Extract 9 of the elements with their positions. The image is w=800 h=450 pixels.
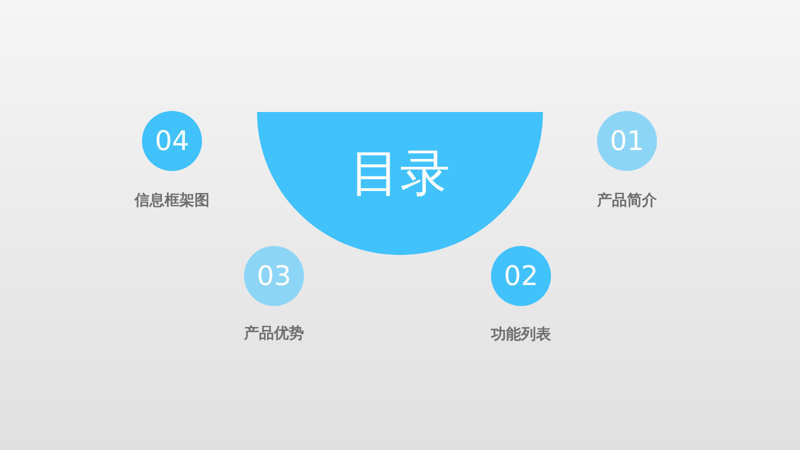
- section-title: 信息框架图: [134, 191, 210, 210]
- section-title: 功能列表: [491, 325, 551, 344]
- section-title: 产品简介: [597, 191, 657, 210]
- half-circle-heading: 目录: [257, 112, 543, 255]
- number-circle: 04: [142, 111, 202, 171]
- number-circle: 01: [597, 111, 657, 171]
- section-title: 产品优势: [244, 324, 304, 343]
- number-circle: 03: [244, 246, 304, 306]
- number-circle: 02: [491, 246, 551, 306]
